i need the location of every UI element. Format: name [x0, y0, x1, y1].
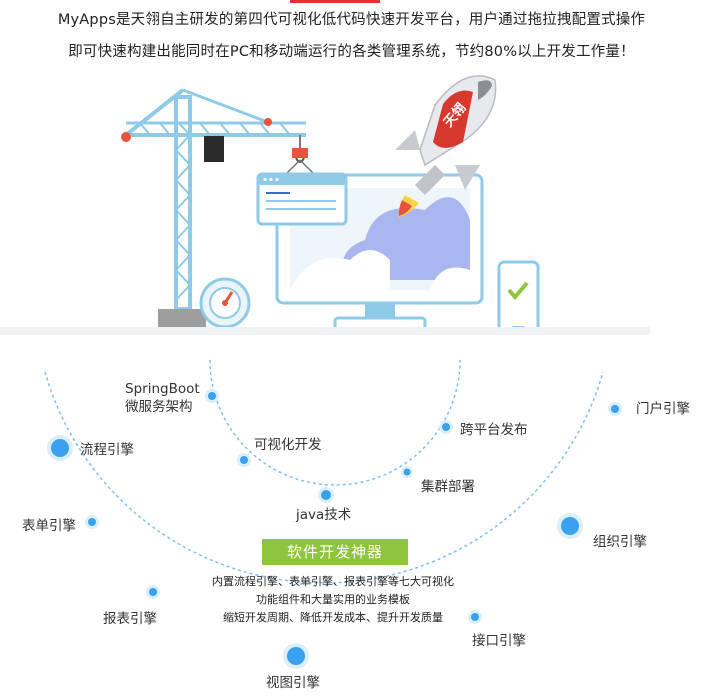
center-desc-line3: 缩短开发周期、降低开发成本、提升开发质量	[223, 611, 443, 624]
cross-platform-label: 跨平台发布	[460, 422, 528, 438]
center-desc-line2: 功能组件和大量实用的业务模板	[256, 593, 410, 606]
form-engine-label: 表单引擎	[22, 518, 76, 534]
report-engine-label: 报表引擎	[103, 611, 157, 627]
window-card-icon	[256, 172, 348, 226]
org-engine-label: 组织引擎	[593, 534, 647, 550]
center-desc-line1: 内置流程引擎、表单引擎、报表引擎等七大可视化	[212, 575, 454, 588]
inner-arc-nodes	[205, 389, 453, 503]
process-engine-label: 流程引擎	[80, 442, 134, 458]
intro-line-2: 即可快速构建出能同时在PC和移动端运行的各类管理系统，节约80%以上开发工作量！	[68, 44, 635, 60]
springboot-label-line1: SpringBoot	[125, 381, 200, 397]
springboot-label-line2: 微服务架构	[125, 399, 193, 415]
ground-line	[0, 327, 650, 335]
inner-arc	[209, 359, 461, 486]
intro-line-1: MyApps是天翎自主研发的第四代可视化低代码快速开发平台，用户通过拖拉拽配置式…	[57, 12, 646, 28]
top-accent-bar	[290, 0, 380, 3]
java-label: java技术	[296, 507, 352, 523]
view-engine-label: 视图引擎	[266, 675, 320, 691]
feature-arc-diagram	[44, 359, 622, 669]
gauge-icon	[199, 277, 251, 329]
portal-engine-label: 门户引擎	[636, 401, 690, 417]
cluster-label: 集群部署	[421, 479, 475, 495]
outer-arc-nodes	[47, 402, 622, 669]
visual-dev-label: 可视化开发	[254, 437, 322, 453]
phone-icon	[497, 260, 540, 334]
software-dev-badge: 软件开发神器	[262, 539, 408, 565]
hero-illustration: 天翎	[121, 75, 540, 334]
outer-arc	[44, 371, 604, 584]
interface-engine-label: 接口引擎	[472, 633, 526, 649]
rocket-icon: 天翎	[395, 75, 497, 217]
